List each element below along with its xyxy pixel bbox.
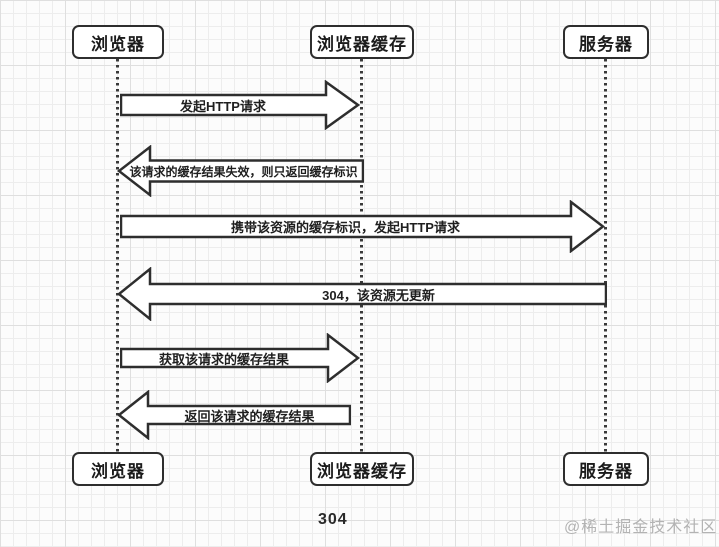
message-label: 返回该请求的缓存结果 [184, 408, 315, 424]
message-label: 304，该资源无更新 [322, 287, 435, 303]
lifeline-browser [116, 59, 119, 453]
actor-box-browser-bottom: 浏览器 [72, 452, 164, 486]
block-arrow-left-shape [117, 390, 351, 440]
actor-box-server-top: 服务器 [563, 25, 649, 59]
actor-box-server-bottom: 服务器 [563, 452, 649, 486]
message-label: 发起HTTP请求 [180, 98, 266, 114]
lifeline-browser-cache [360, 59, 363, 453]
message-label: 携带该资源的缓存标识，发起HTTP请求 [231, 220, 460, 235]
block-arrow-right-shape [120, 200, 605, 253]
message-arrow-conditional-request: 携带该资源的缓存标识，发起HTTP请求 [120, 200, 605, 253]
block-arrow-right-shape [120, 80, 360, 130]
actor-box-browser-cache-top: 浏览器缓存 [310, 25, 414, 59]
message-arrow-get-cached-result: 获取该请求的缓存结果 [120, 333, 360, 383]
actor-box-browser-cache-bottom: 浏览器缓存 [310, 452, 414, 486]
block-arrow-left-shape [117, 145, 364, 197]
lifeline-server [604, 59, 607, 453]
message-label: 获取该请求的缓存结果 [158, 351, 289, 367]
actor-box-browser-top: 浏览器 [72, 25, 164, 59]
message-arrow-http-request: 发起HTTP请求 [120, 80, 360, 130]
message-arrow-return-cached-result: 返回该请求的缓存结果 [117, 390, 351, 440]
message-label: 该请求的缓存结果失效，则只返回缓存标识 [129, 164, 358, 179]
watermark-text: @稀土掘金技术社区 [564, 519, 718, 536]
message-arrow-cache-invalid: 该请求的缓存结果失效，则只返回缓存标识 [117, 145, 364, 197]
message-arrow-304-response: 304，该资源无更新 [117, 267, 607, 321]
block-arrow-right-shape [120, 333, 360, 383]
block-arrow-left-shape [117, 267, 607, 321]
diagram-title: 304 [318, 511, 348, 528]
